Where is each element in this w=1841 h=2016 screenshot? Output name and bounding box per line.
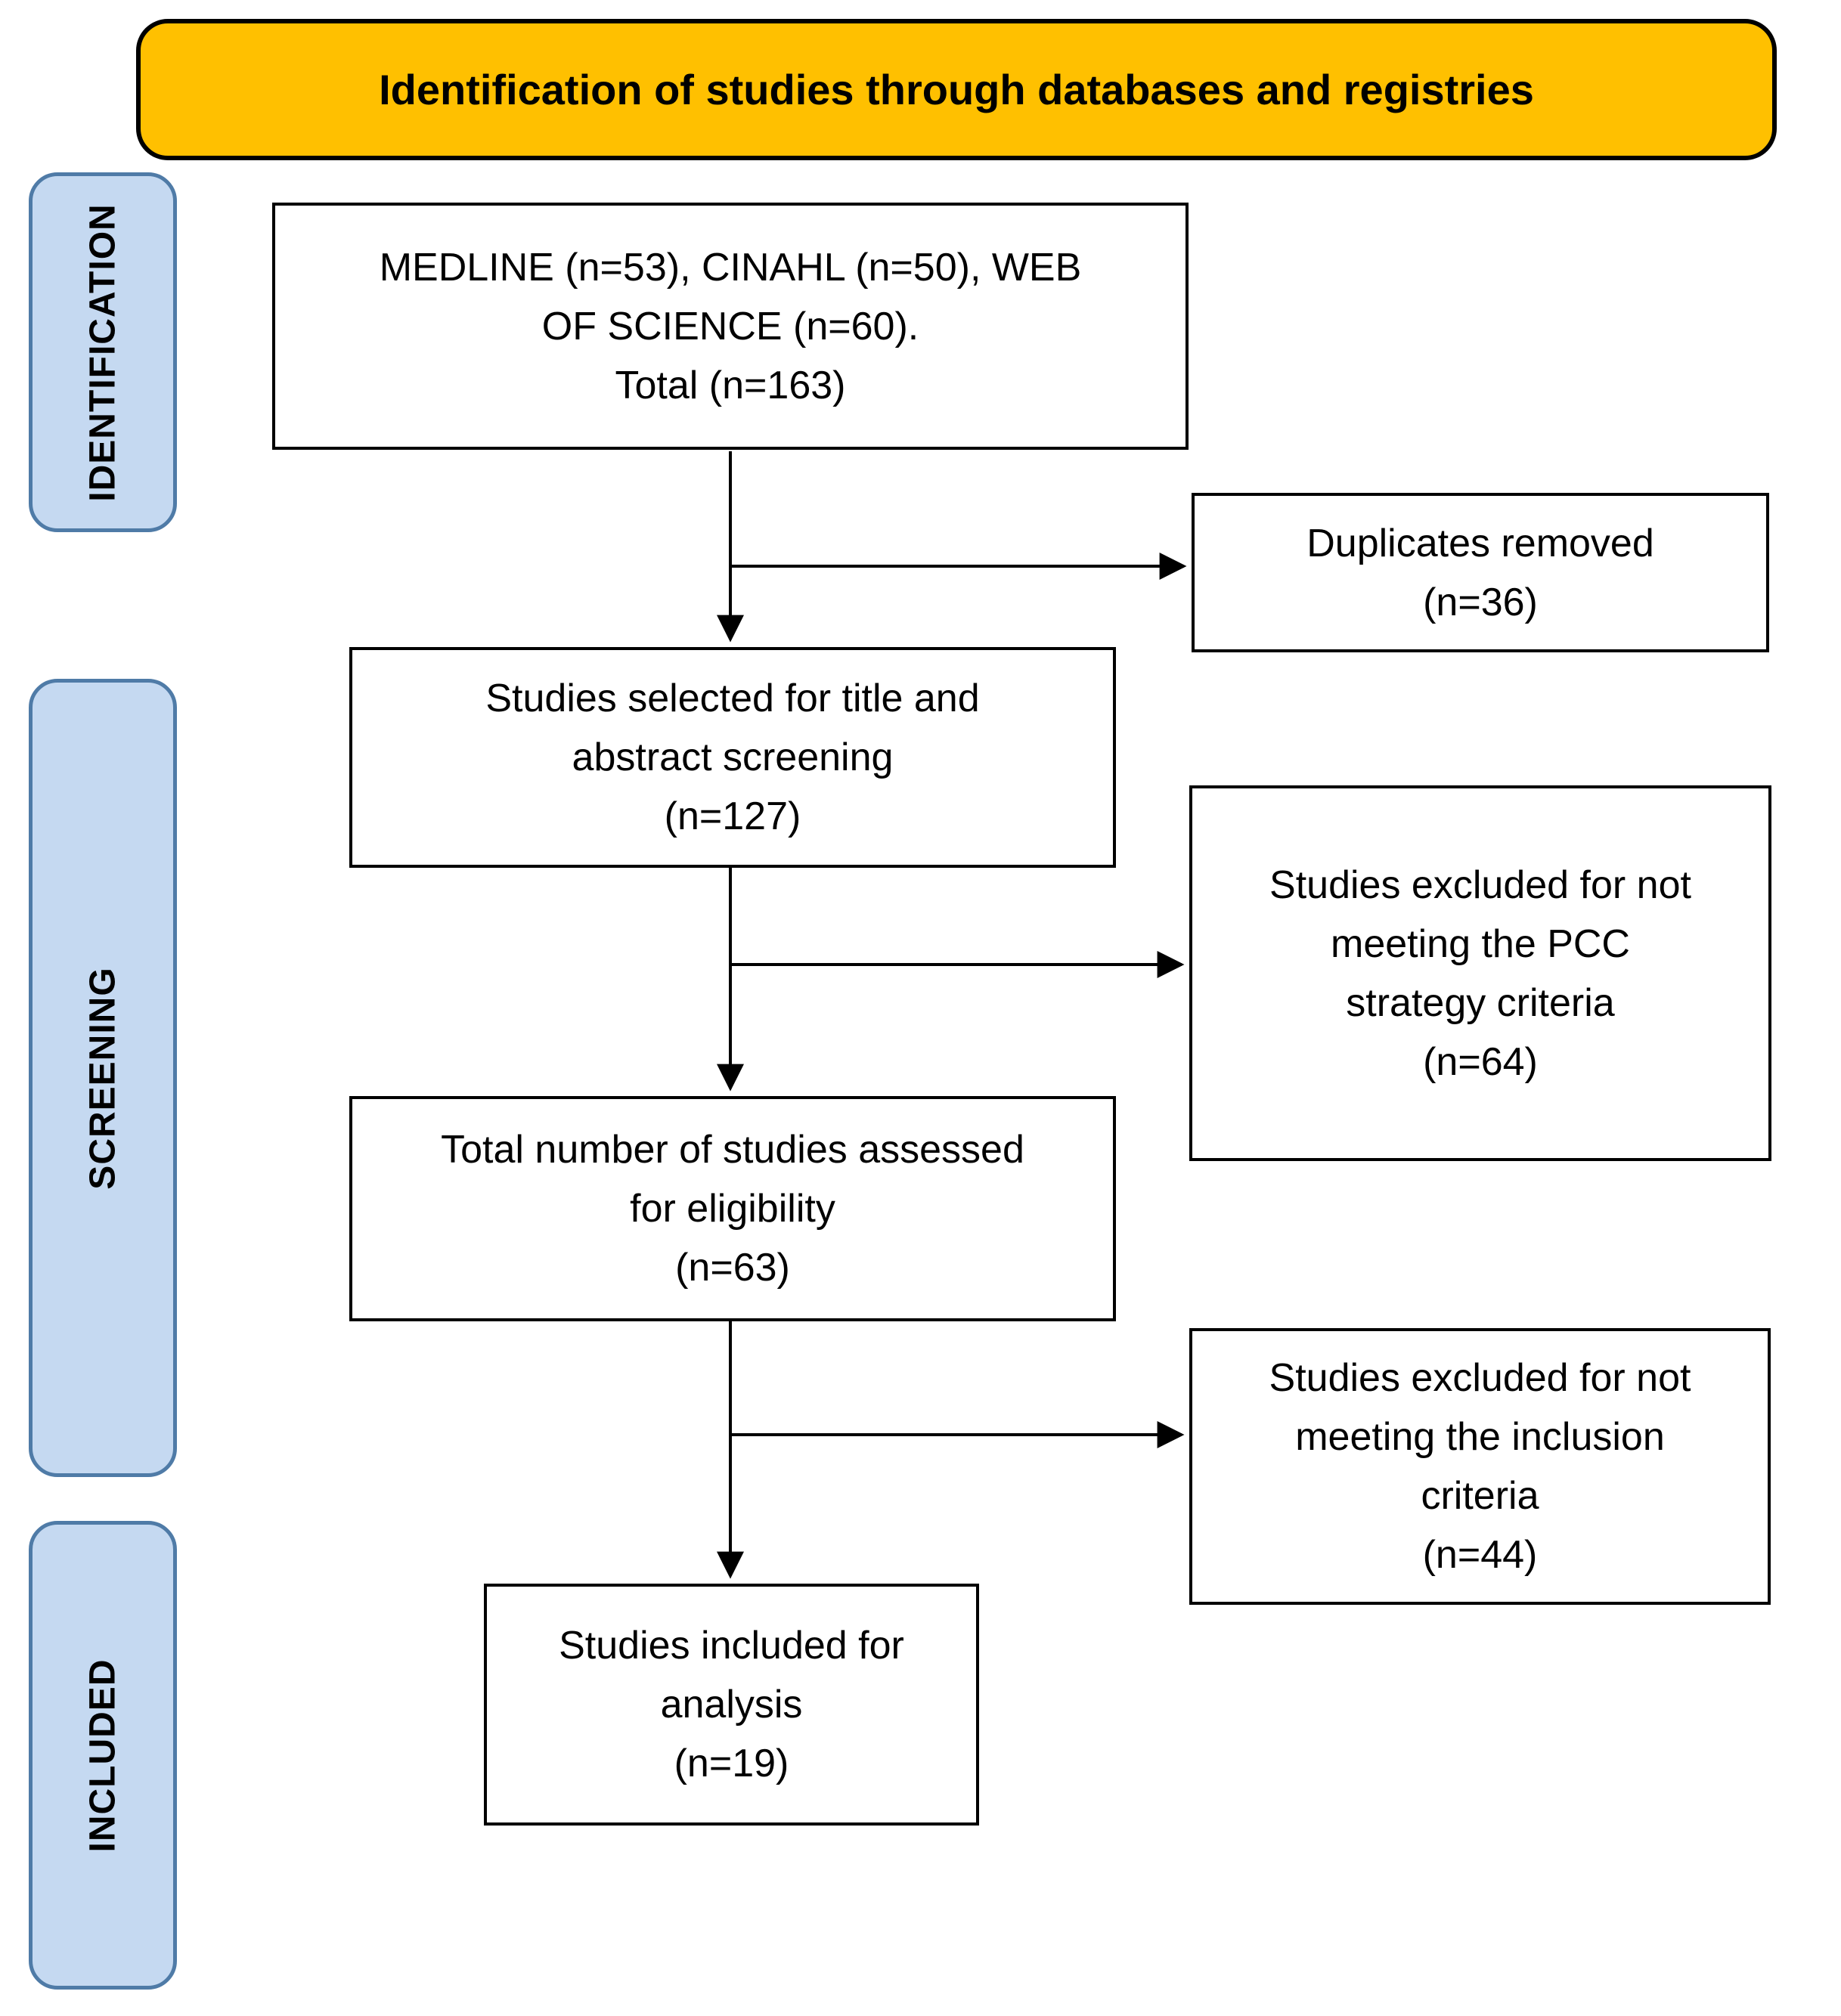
box-assessed-for-eligibility: Total number of studies assessed for eli… — [349, 1096, 1116, 1321]
stage-label-screening: SCREENING — [29, 679, 177, 1477]
text-line: meeting the PCC — [1331, 921, 1630, 966]
text-line: Duplicates removed — [1306, 521, 1654, 565]
text-line: (n=19) — [674, 1742, 789, 1785]
text-line: (n=63) — [675, 1246, 790, 1290]
text-line: Total number of studies assessed — [441, 1128, 1024, 1172]
text-line: OF SCIENCE (n=60). — [541, 304, 919, 348]
text-line: (n=127) — [664, 794, 801, 838]
text-line: analysis — [660, 1683, 803, 1726]
text-line: Studies selected for title and — [485, 677, 980, 720]
box-excluded-inclusion-criteria: Studies excluded for not meeting the inc… — [1189, 1328, 1771, 1605]
stage-label-text: SCREENING — [82, 966, 123, 1190]
text-line: for eligibility — [630, 1187, 835, 1231]
text-line: (n=44) — [1422, 1533, 1538, 1577]
stage-label-text: INCLUDED — [82, 1658, 123, 1852]
text-line: abstract screening — [572, 735, 894, 779]
text-line: strategy criteria — [1346, 980, 1615, 1025]
box-database-search-results: MEDLINE (n=53), CINAHL (n=50), WEB OF SC… — [272, 203, 1189, 450]
box-duplicates-removed: Duplicates removed (n=36) — [1192, 493, 1769, 652]
text-line: (n=64) — [1423, 1039, 1538, 1084]
box-excluded-pcc-criteria: Studies excluded for not meeting the PCC… — [1189, 785, 1771, 1161]
box-included-for-analysis: Studies included for analysis (n=19) — [484, 1584, 979, 1826]
box-title-abstract-screening: Studies selected for title and abstract … — [349, 647, 1116, 868]
text-line: (n=36) — [1423, 580, 1538, 624]
text-line: Studies excluded for not — [1269, 862, 1691, 907]
text-line: Total (n=163) — [615, 363, 846, 407]
stage-label-identification: IDENTIFICATION — [29, 172, 177, 532]
text-line: meeting the inclusion — [1295, 1415, 1665, 1459]
text-line: MEDLINE (n=53), CINAHL (n=50), WEB — [379, 245, 1082, 290]
diagram-title-banner: Identification of studies through databa… — [136, 19, 1777, 160]
stage-label-included: INCLUDED — [29, 1521, 177, 1990]
stage-label-text: IDENTIFICATION — [82, 203, 123, 502]
text-line: criteria — [1421, 1474, 1539, 1518]
text-line: Studies excluded for not — [1269, 1356, 1691, 1400]
text-line: Studies included for — [559, 1624, 904, 1668]
